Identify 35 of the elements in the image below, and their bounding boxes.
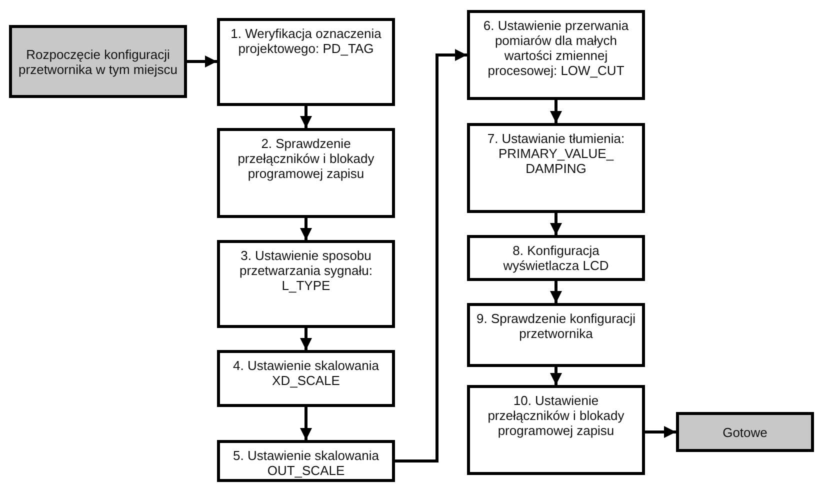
- step-text: 2. Sprawdzenie przełączników i blokady programowej zapisu: [236, 136, 376, 181]
- arrow: [550, 367, 562, 385]
- terminal-box: [9, 25, 187, 98]
- arrow: [550, 281, 562, 303]
- step-text: Gotowe: [722, 424, 768, 440]
- process-box: [467, 10, 645, 100]
- step-text: 10. Ustawienie przełączników i blokady programowej zapisu: [486, 393, 626, 438]
- process-box: [467, 123, 645, 213]
- step-text: 4. Ustawienie skalowania XD_SCALE: [232, 358, 380, 388]
- step-text: 9. Sprawdzenie konfiguracji przetwornika: [476, 311, 636, 341]
- arrow: [187, 56, 217, 68]
- arrow: [550, 100, 562, 123]
- step-text: Rozpoczęcie konfiguracji przetwornika w tym miejscu: [18, 46, 178, 76]
- step-text: 8. Konfiguracja wyświetlacza LCD: [502, 243, 610, 273]
- arrow: [300, 218, 312, 240]
- step-text: 5. Ustawienie skalowania OUT_SCALE: [232, 448, 380, 478]
- arrow: [300, 328, 312, 350]
- process-box: [467, 385, 645, 475]
- terminal-box: [676, 412, 814, 452]
- arrow: [395, 49, 467, 462]
- arrow: [300, 106, 312, 128]
- step-text: 7. Ustawianie tłumienia: PRIMARY_VALUE_ DAMPING: [486, 131, 626, 176]
- process-box: [467, 235, 645, 281]
- arrow: [550, 213, 562, 235]
- process-box: [217, 440, 395, 482]
- step-text: 3. Ustawienie sposobu przetwarzania sygnału: L_TYPE: [238, 248, 374, 293]
- arrow: [300, 407, 312, 440]
- process-box: [217, 350, 395, 407]
- step-text: 1. Weryfikacja oznaczenia projektowego: PD_TAG: [230, 26, 382, 56]
- process-box: [467, 303, 645, 367]
- arrow: [645, 426, 676, 438]
- step-text: 6. Ustawienie przerwania pomiarów dla małych wartości zmiennej procesowej: LOW_CUT: [482, 18, 630, 78]
- process-box: [217, 240, 395, 328]
- process-box: [217, 18, 395, 106]
- process-box: [217, 128, 395, 218]
